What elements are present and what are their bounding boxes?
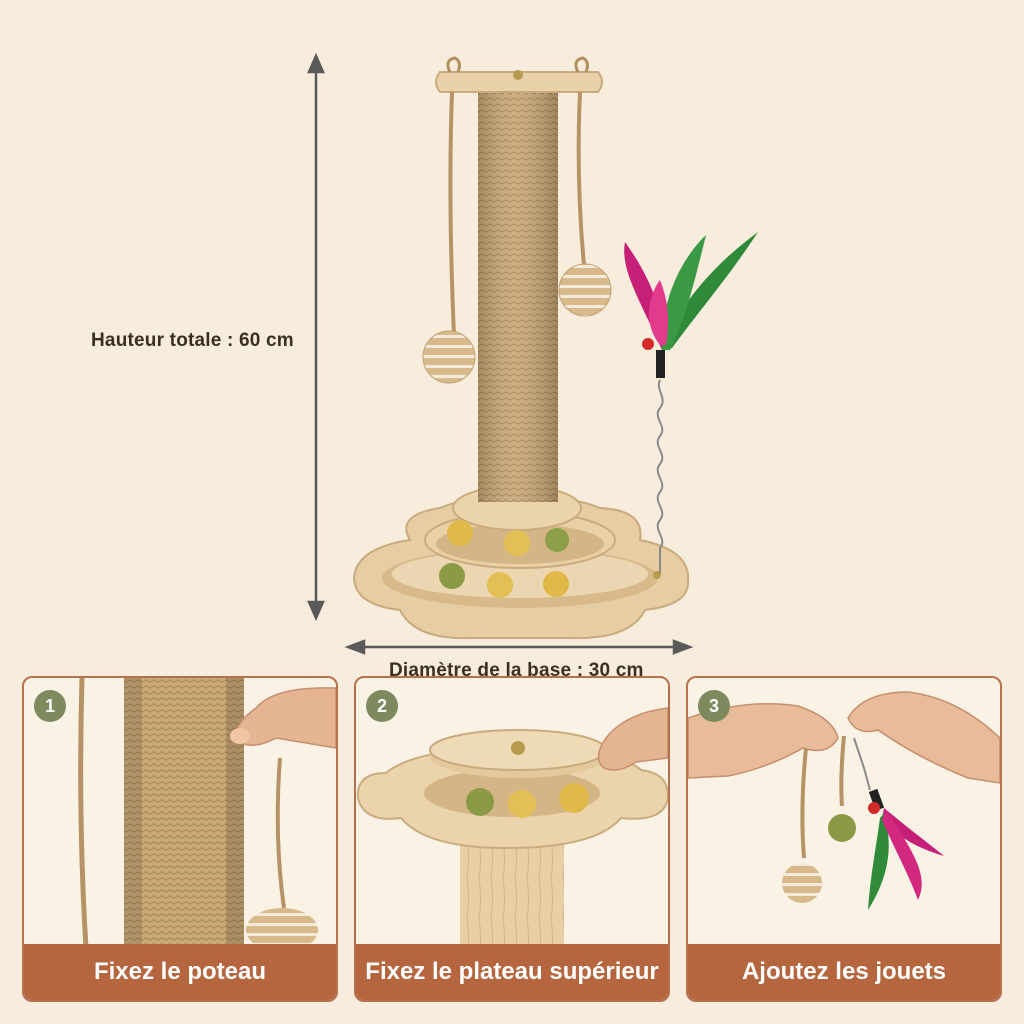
product-illustration: [307, 52, 758, 655]
height-label: Hauteur totale : 60 cm: [91, 330, 294, 351]
scratching-post: [478, 90, 558, 502]
base-platform: [352, 485, 690, 640]
step-caption: Fixez le poteau: [24, 944, 336, 1000]
height-arrow: [307, 52, 325, 622]
step-2-illustration: [356, 707, 668, 948]
step-caption: Ajoutez les jouets: [688, 944, 1000, 1000]
step-panel-3: 3 Ajoutez les jouets: [686, 676, 1002, 1002]
step-3-illustration: [688, 691, 1000, 910]
step-number-badge: 2: [366, 690, 398, 722]
step-number-badge: 3: [698, 690, 730, 722]
step-caption: Fixez le plateau supérieur: [356, 944, 668, 1000]
top-board: [435, 56, 603, 93]
step-number-badge: 1: [34, 690, 66, 722]
step-panel-2: 2 Fixez le plateau supérieur: [354, 676, 670, 1002]
step-1-illustration: [78, 678, 336, 948]
base-arrow: [344, 639, 694, 655]
step-panel-1: 1 Fixez le poteau: [22, 676, 338, 1002]
hanging-toys: [422, 91, 612, 384]
base-diameter-label: Diamètre de la base : 30 cm: [389, 660, 644, 681]
feather-wand: [624, 232, 758, 579]
track-balls: [439, 520, 569, 598]
